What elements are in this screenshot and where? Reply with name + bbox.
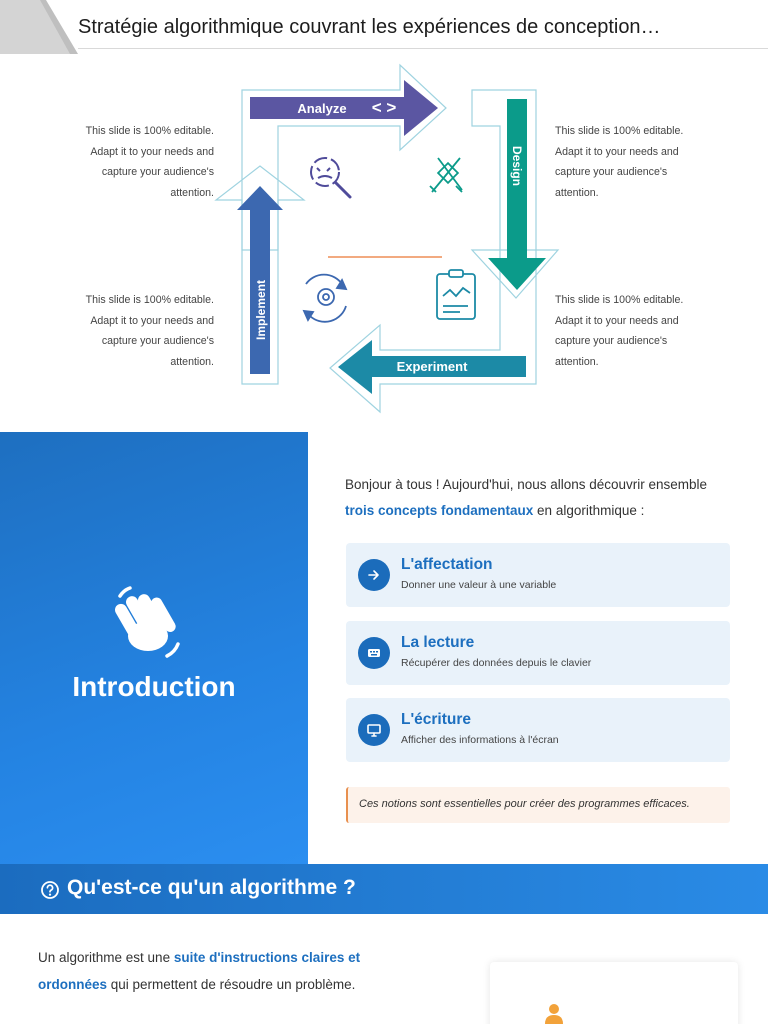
implement-arrow bbox=[237, 186, 283, 374]
analyze-label: Analyze bbox=[297, 101, 346, 116]
keyboard-icon bbox=[368, 649, 380, 657]
code-brackets-icon: < > bbox=[372, 98, 397, 117]
side-text-top-left: This slide is 100% editable. Adapt it to… bbox=[85, 125, 214, 199]
side-text-top-right: This slide is 100% editable. Adapt it to… bbox=[555, 125, 684, 199]
design-arrow bbox=[488, 99, 546, 290]
intro-text-end: en algorithmique : bbox=[533, 503, 645, 518]
definition-start: Un algorithme est une bbox=[38, 950, 174, 965]
definition-highlight: suite d'instructions claires et ordonnée… bbox=[38, 950, 361, 992]
question-circle-icon bbox=[41, 881, 59, 899]
title-rule bbox=[78, 48, 768, 49]
section-header-bar: Qu'est-ce qu'un algorithme ? bbox=[0, 864, 768, 914]
experiment-arrow bbox=[338, 340, 526, 394]
intro-panel: Introduction bbox=[0, 432, 308, 864]
note-text: Ces notions sont essentielles pour créer… bbox=[359, 798, 690, 810]
design-label: Design bbox=[510, 146, 524, 186]
experiment-label: Experiment bbox=[397, 359, 468, 374]
algorithm-definition: Un algorithme est une suite d'instructio… bbox=[38, 944, 383, 998]
arrow-right-icon bbox=[368, 570, 379, 580]
slide-strategy: Stratégie algorithmique couvrant les exp… bbox=[0, 0, 768, 432]
concept-card-ecriture: L'écriture Afficher des informations à l… bbox=[346, 698, 730, 762]
side-text-bottom-left: This slide is 100% editable. Adapt it to… bbox=[85, 294, 214, 368]
side-text-bottom-right: This slide is 100% editable. Adapt it to… bbox=[555, 294, 684, 368]
concept-subtitle: Donner une valeur à une variable bbox=[401, 579, 557, 591]
intro-paragraph: Bonjour à tous ! Aujourd'hui, nous allon… bbox=[345, 472, 735, 524]
concept-icon-circle bbox=[358, 637, 390, 669]
concept-subtitle: Afficher des informations à l'écran bbox=[401, 734, 559, 746]
design-tools-icon bbox=[429, 157, 463, 193]
concept-card-affectation: L'affectation Donner une valeur à une va… bbox=[346, 543, 730, 607]
intro-heading: Introduction bbox=[72, 671, 236, 702]
title-tab-decoration bbox=[0, 0, 78, 54]
concept-icon-circle bbox=[358, 559, 390, 591]
cycle-diagram: Analyze < > Design Experiment Implement bbox=[214, 63, 560, 414]
section-heading: Qu'est-ce qu'un algorithme ? bbox=[67, 876, 356, 899]
definition-end: qui permettent de résoudre un problème. bbox=[107, 977, 356, 992]
slide-introduction: Introduction Bonjour à tous ! Aujourd'hu… bbox=[0, 432, 768, 864]
monitor-icon bbox=[367, 724, 381, 737]
illustration-card bbox=[490, 962, 738, 1024]
intro-text-start: Bonjour à tous ! Aujourd'hui, nous allon… bbox=[345, 477, 708, 492]
person-icon bbox=[545, 1004, 563, 1024]
waving-hand-icon bbox=[115, 586, 180, 658]
concept-subtitle: Récupérer des données depuis le clavier bbox=[401, 657, 592, 669]
concept-title: L'écriture bbox=[401, 711, 472, 728]
implement-label: Implement bbox=[254, 280, 268, 340]
concept-title: L'affectation bbox=[401, 556, 493, 573]
intro-highlight: trois concepts fondamentaux bbox=[345, 503, 534, 518]
analyze-arrow bbox=[250, 80, 438, 136]
magnifier-icon bbox=[310, 157, 352, 199]
concept-icon-circle bbox=[358, 714, 390, 746]
gear-cycle-icon bbox=[302, 273, 348, 323]
concept-card-lecture: La lecture Récupérer des données depuis … bbox=[346, 621, 730, 685]
note-callout: Ces notions sont essentielles pour créer… bbox=[346, 787, 730, 823]
slide-title: Stratégie algorithmique couvrant les exp… bbox=[78, 16, 661, 38]
concept-title: La lecture bbox=[401, 634, 475, 651]
slide-algorithm: Qu'est-ce qu'un algorithme ? Un algorith… bbox=[0, 864, 768, 1024]
clipboard-chart-icon bbox=[436, 269, 476, 320]
